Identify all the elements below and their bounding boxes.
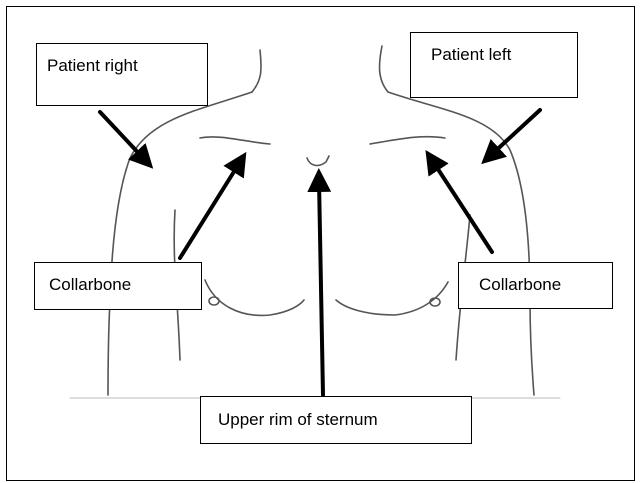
collarbone-left-label: Collarbone	[458, 262, 613, 309]
collarbone-left-arrow	[432, 160, 492, 252]
left-collarbone-line	[370, 137, 445, 144]
patient-right-label: Patient right	[36, 43, 208, 106]
collarbone-left-text: Collarbone	[479, 275, 561, 295]
right-nipple	[209, 297, 219, 305]
patient-left-arrow	[490, 110, 540, 156]
collarbone-right-label: Collarbone	[34, 262, 202, 310]
sternum-arrow	[319, 180, 323, 395]
collarbone-right-text: Collarbone	[49, 275, 131, 295]
neck-right-line	[380, 46, 388, 92]
collarbone-right-arrow	[180, 162, 240, 258]
sternal-notch	[307, 156, 329, 165]
right-chest-contour	[205, 280, 304, 315]
sternum-label: Upper rim of sternum	[200, 396, 472, 444]
right-collarbone-line	[200, 137, 270, 144]
patient-left-text: Patient left	[431, 45, 511, 65]
neck-left-line	[252, 50, 261, 92]
sternum-text: Upper rim of sternum	[218, 410, 378, 430]
patient-left-label: Patient left	[410, 32, 578, 98]
arrows	[100, 110, 540, 395]
patient-right-arrow	[100, 112, 145, 160]
patient-right-text: Patient right	[47, 56, 138, 76]
